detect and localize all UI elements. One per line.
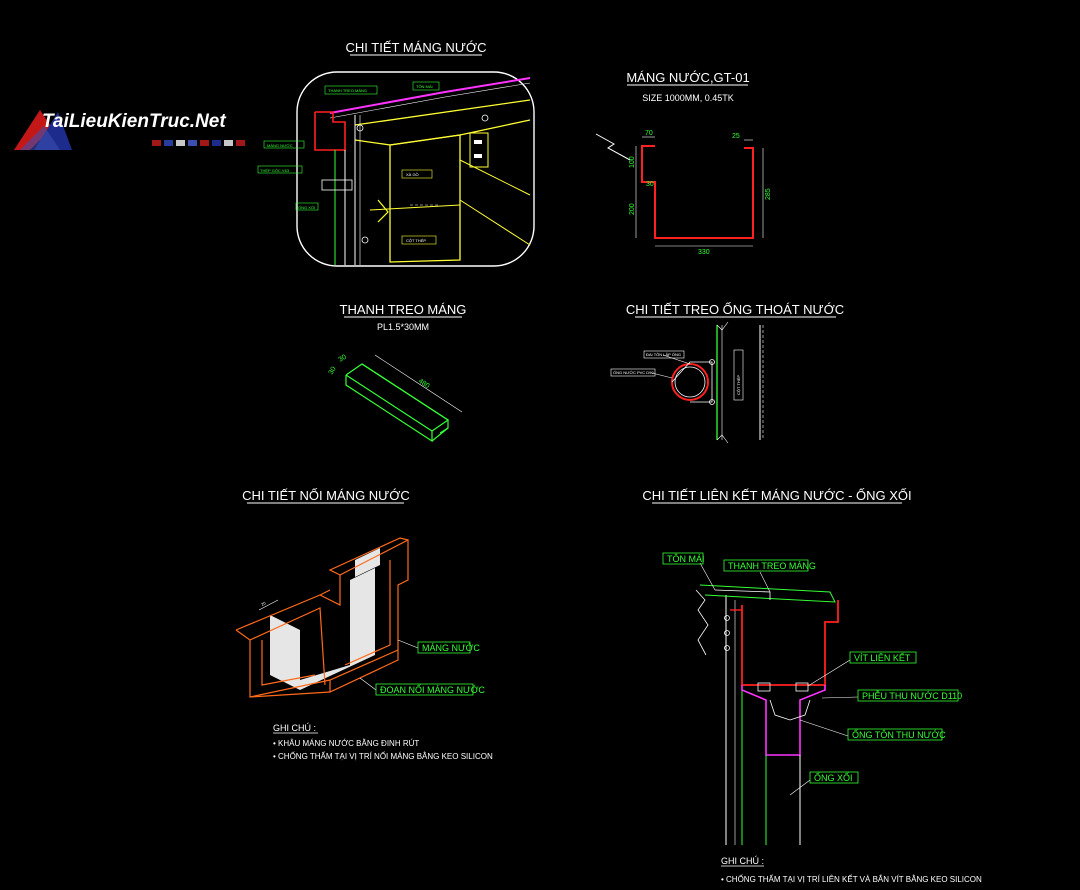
detail-gutter: CHI TIẾT MÁNG NƯỚC THANH TREO M xyxy=(257,40,535,267)
dim-side-upper: 100 xyxy=(629,156,636,168)
detail-downpipe-hanger: CHI TIẾT TREO ỐNG THOÁT NƯỚC CỘT THÉP ĐA… xyxy=(610,302,844,444)
gutter-gt01-title: MÁNG NƯỚC,GT-01 xyxy=(626,70,749,85)
gutter-size-spec: SIZE 1000MM, 0.45TK xyxy=(642,93,734,103)
hanger-dim-a: 30 xyxy=(328,366,338,376)
tag-cot-thep: CỘT THÉP xyxy=(406,238,426,243)
tag-mang-nuoc: MÁNG NƯỚC xyxy=(267,143,293,148)
pipe-tag-cot: CỘT THÉP xyxy=(736,375,741,395)
watermark-logo: TaiLieuKienTruc.Net xyxy=(14,110,245,150)
dim-top-right: 25 xyxy=(732,133,740,140)
hanger-bar-shape xyxy=(345,363,450,443)
logo-mark-icon xyxy=(14,110,72,150)
dim-top-left: 70 xyxy=(645,130,653,137)
link-tag-ton-mai: TÔN MÁI xyxy=(667,554,705,564)
joint-tag-mang: MÁNG NƯỚC xyxy=(422,643,480,653)
watermark-text: TaiLieuKienTruc.Net xyxy=(42,111,226,132)
detail-gutter-downpipe: CHI TIẾT LIÊN KẾT MÁNG NƯỚC - ỐNG XỐI TÔ… xyxy=(642,488,982,884)
gutter-section xyxy=(741,600,839,686)
downpipe-hanger-title: CHI TIẾT TREO ỐNG THOÁT NƯỚC xyxy=(626,302,844,317)
tag-xa-go: XÀ GỒ xyxy=(406,172,419,177)
detail-gutter-joint: CHI TIẾT NỐI MÁNG NƯỚC 20 MÁNG NƯỚC ĐOẠN… xyxy=(235,488,493,761)
detail-hanger-bar: THANH TREO MÁNG PL1.5*30MM 30 30 480 xyxy=(328,302,467,443)
funnel-d110 xyxy=(741,685,826,756)
joint-tag-doan: ĐOẠN NỐI MÁNG NƯỚC xyxy=(380,684,485,695)
dim-right-height: 285 xyxy=(765,188,772,200)
dim-step: 30 xyxy=(646,181,654,188)
gutter-joint-title: CHI TIẾT NỐI MÁNG NƯỚC xyxy=(242,488,410,503)
gutter-profile xyxy=(641,145,754,239)
link-tag-thanh-treo: THANH TREO MÁNG xyxy=(728,561,816,571)
gutter-downpipe-title: CHI TIẾT LIÊN KẾT MÁNG NƯỚC - ỐNG XỐI xyxy=(642,488,911,503)
dim-bottom: 330 xyxy=(698,249,710,256)
link-note-1: • CHỐNG THẤM TẠI VỊ TRÍ LIÊN KẾT VÀ BẮN … xyxy=(721,874,982,884)
hanger-dim-b: 30 xyxy=(338,354,348,364)
logo-color-dots xyxy=(152,140,245,146)
detail-gutter-gt01: MÁNG NƯỚC,GT-01 SIZE 1000MM, 0.45TK 70 2… xyxy=(595,70,772,256)
break-arrow-icon xyxy=(595,133,631,161)
hanger-dim-length: 480 xyxy=(417,378,431,390)
detail-gutter-frame xyxy=(296,71,535,267)
tag-ong-xoi: ỐNG XỐI xyxy=(298,205,315,210)
link-tag-vit: VÍT LIÊN KẾT xyxy=(854,653,911,663)
hanger-bar-title: THANH TREO MÁNG xyxy=(340,302,467,317)
link-tag-pheu: PHỄU THU NƯỚC D110 xyxy=(862,690,962,701)
tag-thanh-treo-mang: THANH TREO MÁNG xyxy=(328,88,367,93)
link-tag-ong-xoi: ỐNG XỐI xyxy=(814,772,853,783)
link-notes-header: GHI CHÚ : xyxy=(721,856,764,866)
joint-note-1: • KHÂU MÁNG NƯỚC BẰNG ĐINH RÚT xyxy=(273,739,419,748)
joint-note-2: • CHỐNG THẤM TẠI VỊ TRÍ NỐI MÁNG BẰNG KE… xyxy=(273,751,493,761)
pipe-tag-dai: ĐAI TÔN LẬP ỐNG xyxy=(646,352,681,357)
pipe-tag-ong: ỐNG NƯỚC PVC D90 xyxy=(613,370,654,375)
joint-dim: 20 xyxy=(260,600,267,607)
hanger-bar-spec: PL1.5*30MM xyxy=(377,322,429,332)
dim-side-lower: 200 xyxy=(629,203,636,215)
pvc-pipe xyxy=(671,363,709,401)
tag-thep-goc: THÉP GÓC V63 xyxy=(260,168,290,173)
link-tag-ong-ton: ỐNG TÔN THU NƯỚC xyxy=(852,729,946,740)
detail-gutter-title: CHI TIẾT MÁNG NƯỚC xyxy=(346,40,487,55)
tag-ton-mai: TÔN MÁI xyxy=(416,84,433,89)
gutter-joint-outline xyxy=(235,537,409,698)
joint-notes-header: GHI CHÚ : xyxy=(273,723,316,733)
